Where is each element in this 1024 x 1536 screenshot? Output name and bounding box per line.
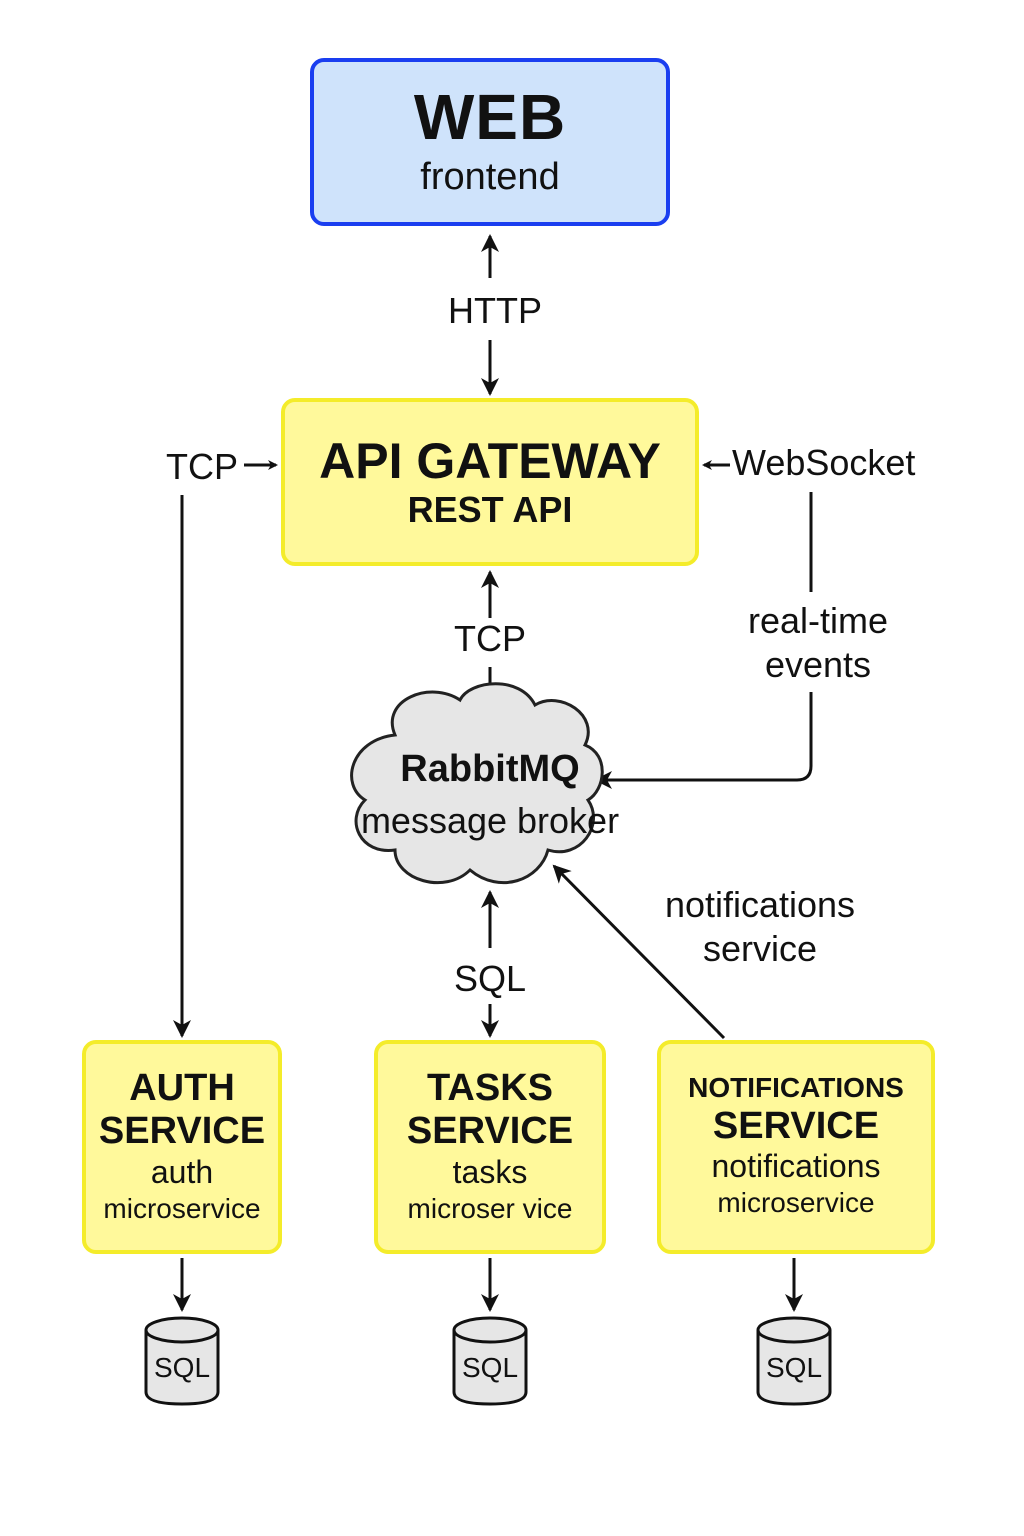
database-label-tasks: SQL [461, 1352, 519, 1383]
edge-label-tcp-broker: TCP [454, 618, 526, 659]
database-icon-tasks [452, 1316, 528, 1406]
service-sub-1: auth [150, 1154, 214, 1191]
edge-label-sql: SQL [453, 958, 527, 999]
edge-realtime-bottom [594, 692, 813, 789]
api-gateway-node: API GATEWAY REST API [281, 398, 699, 566]
service-title-1: NOTIFICATIONS [688, 1072, 904, 1104]
broker-subtitle: message broker [360, 800, 620, 841]
edge-label-notifications-1: notifications [664, 884, 856, 925]
service-title-2: SERVICE [712, 1104, 880, 1147]
auth-service-node: AUTH SERVICE auth microservice [82, 1040, 282, 1254]
database-icon-notifications [756, 1316, 832, 1406]
cloud-icon [350, 682, 604, 885]
edge-notifications-broker [552, 864, 726, 1040]
gateway-title: API GATEWAY [319, 432, 661, 489]
service-sub-1: tasks [452, 1154, 528, 1191]
service-sub-1: notifications [711, 1148, 881, 1185]
edge-label-http: HTTP [448, 290, 542, 331]
web-title: WEB [413, 81, 567, 154]
database-icon-auth [144, 1316, 220, 1406]
broker-title: RabbitMQ [400, 748, 580, 790]
gateway-subtitle: REST API [407, 488, 573, 530]
edge-label-realtime-2: events [764, 644, 872, 685]
notifications-service-node: NOTIFICATIONS SERVICE notifications micr… [657, 1040, 935, 1254]
service-sub-2: microser vice [407, 1192, 573, 1224]
web-frontend-node: WEB frontend [310, 58, 670, 226]
edge-label-tcp-auth: TCP [166, 446, 238, 487]
service-title-2: SERVICE [406, 1110, 574, 1153]
service-sub-2: microservice [103, 1192, 261, 1224]
database-label-notifications: SQL [765, 1352, 823, 1383]
edge-label-realtime-1: real-time [747, 600, 889, 641]
service-title-2: SERVICE [98, 1110, 266, 1153]
edge-label-notifications-2: service [702, 928, 818, 969]
service-title-1: AUTH [129, 1066, 235, 1109]
edge-label-websocket: WebSocket [732, 442, 916, 483]
database-label-auth: SQL [153, 1352, 211, 1383]
service-sub-2: microservice [717, 1187, 875, 1219]
service-title-1: TASKS [427, 1066, 553, 1109]
web-subtitle: frontend [420, 156, 560, 199]
tasks-service-node: TASKS SERVICE tasks microser vice [374, 1040, 606, 1254]
